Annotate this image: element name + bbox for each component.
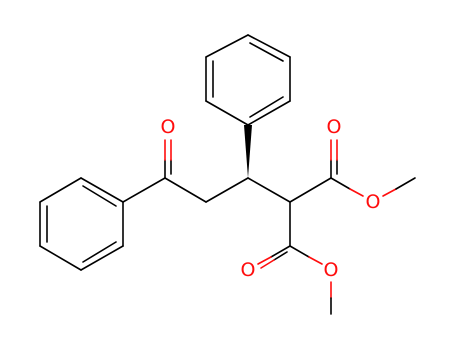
lower-ester-group: O O <box>241 245 339 315</box>
ketone-carbonyl: O <box>161 116 176 179</box>
lower-carbonyl-oxygen-label: O <box>241 259 256 281</box>
upper-ester-group: O O <box>327 116 416 213</box>
lower-ester-oxygen-label: O <box>324 259 339 281</box>
stereo-wedge-bond <box>244 125 252 178</box>
top-phenyl-ring <box>205 34 291 126</box>
upper-carbonyl-oxygen-label: O <box>327 116 342 138</box>
upper-ester-oxygen-label: O <box>366 191 381 213</box>
carbon-chain <box>122 177 332 247</box>
ketone-oxygen-label: O <box>161 116 176 138</box>
left-phenyl-ring <box>39 177 124 271</box>
